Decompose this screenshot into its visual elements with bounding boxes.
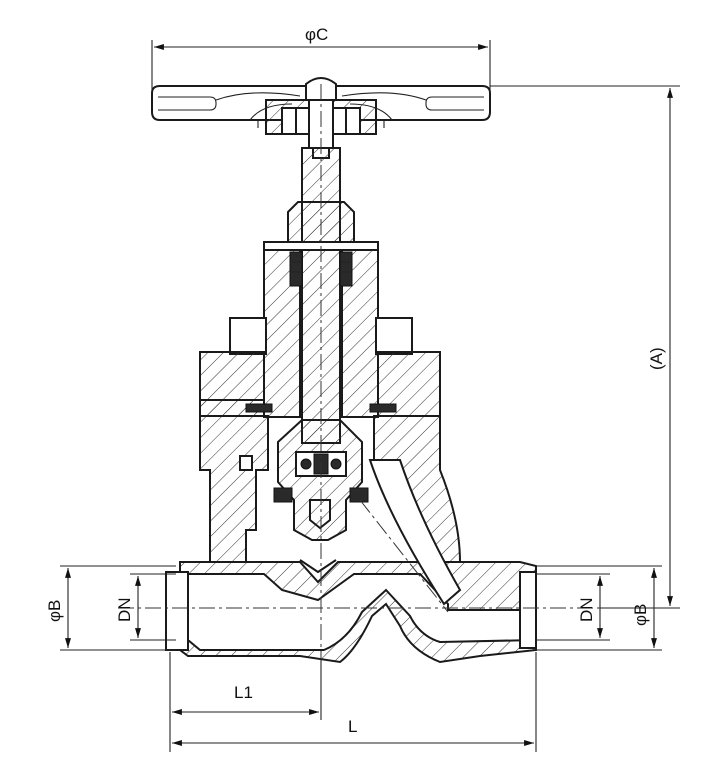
label-dn-left: DN bbox=[115, 597, 134, 622]
dimension-nominal-diameter-right: DN bbox=[536, 573, 610, 641]
label-l1: L1 bbox=[234, 683, 253, 702]
dimension-outer-diameter-right: φB bbox=[536, 565, 662, 651]
dimension-nominal-diameter-left: DN bbox=[115, 573, 176, 641]
label-phi-b-left: φB bbox=[45, 600, 64, 622]
dimension-length: L bbox=[172, 652, 537, 752]
label-l: L bbox=[348, 717, 357, 736]
dimension-height: (A) bbox=[490, 85, 680, 609]
dimension-outer-diameter-left: φB bbox=[45, 565, 176, 651]
label-dn-right: DN bbox=[577, 597, 596, 622]
valve-body bbox=[165, 415, 537, 664]
label-phi-b-right: φB bbox=[631, 604, 650, 626]
center-lines bbox=[118, 84, 600, 660]
dimension-half-length: L1 bbox=[169, 652, 322, 752]
label-a: (A) bbox=[647, 347, 666, 370]
dimension-handwheel-diameter: φC bbox=[151, 25, 491, 90]
label-phi-c: φC bbox=[305, 25, 328, 44]
